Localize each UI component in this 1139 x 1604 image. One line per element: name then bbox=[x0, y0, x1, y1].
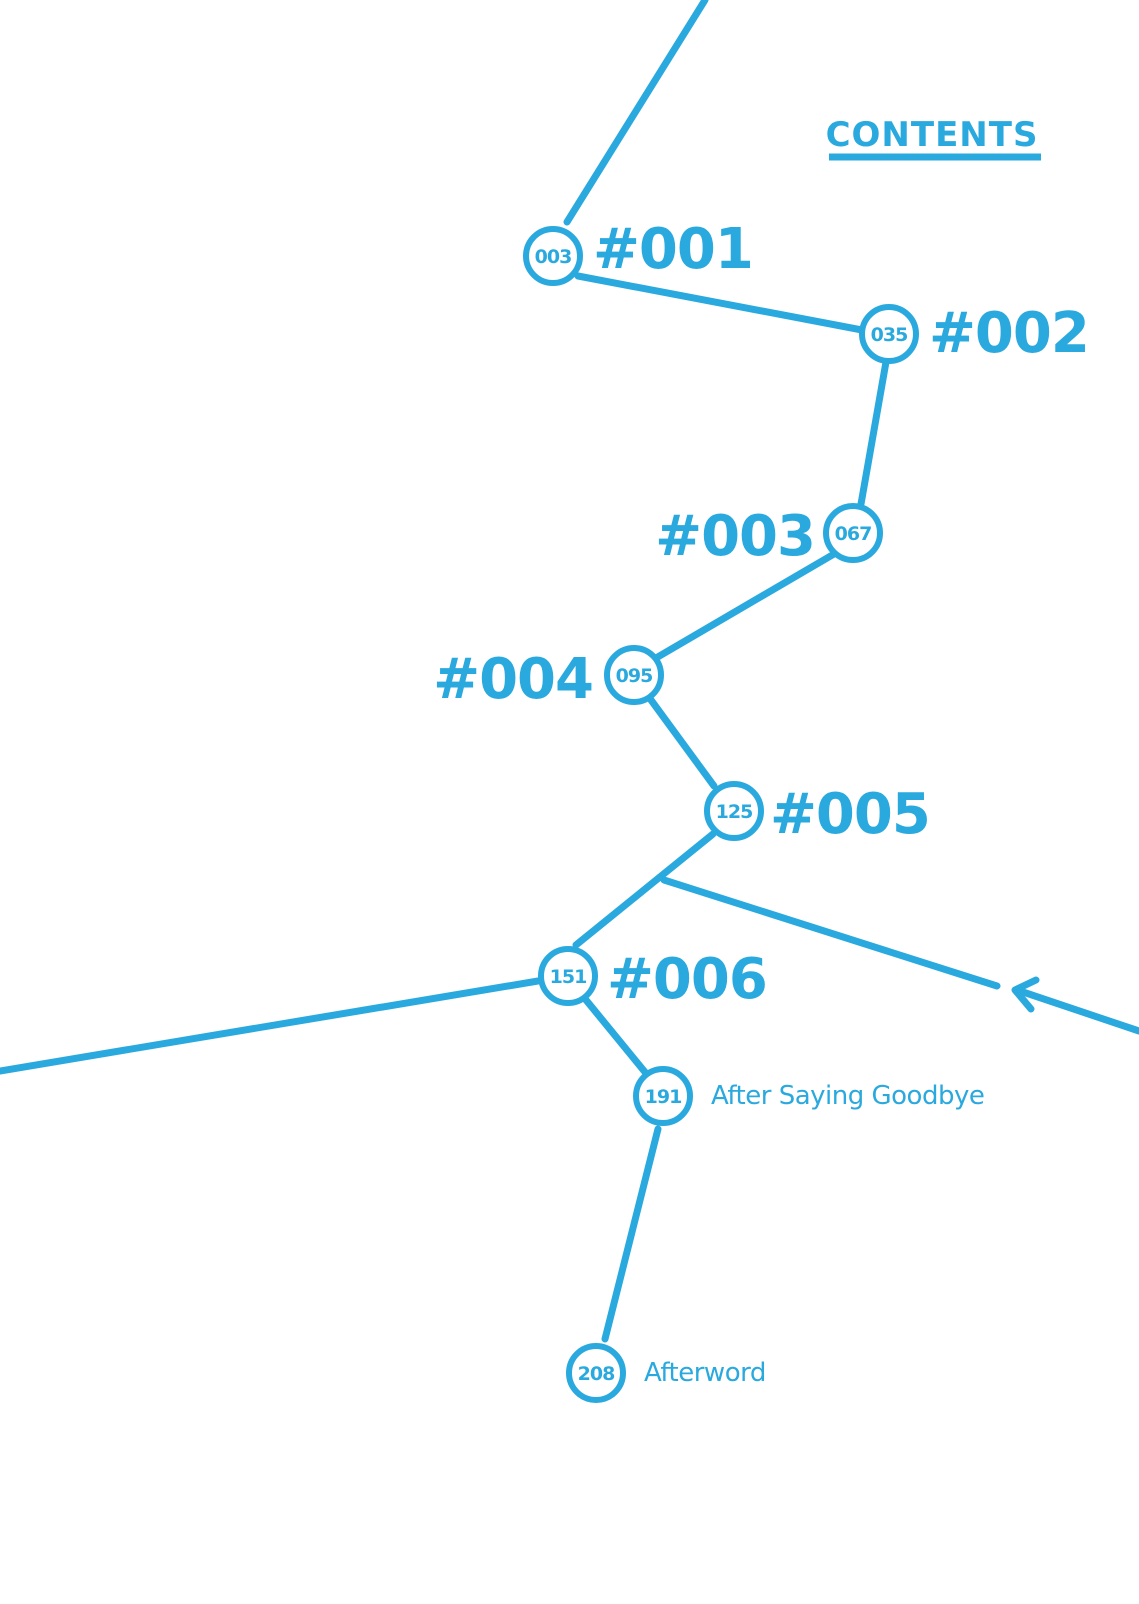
section-title: Afterword bbox=[644, 1358, 766, 1388]
toc-entry[interactable]: 151 #006 bbox=[538, 946, 768, 1012]
page-node-circle bbox=[823, 503, 883, 563]
chapter-title: #002 bbox=[929, 301, 1089, 366]
page-node-circle bbox=[704, 781, 764, 841]
chapter-title: #004 bbox=[433, 647, 593, 712]
line-006-to-191 bbox=[582, 996, 653, 1081]
toc-entry[interactable]: 003 #001 bbox=[523, 217, 754, 286]
page-node-circle bbox=[566, 1343, 626, 1403]
toc-entry[interactable]: 208 Afterword bbox=[566, 1343, 766, 1403]
line-003-to-004 bbox=[652, 550, 838, 662]
page-node-circle bbox=[604, 645, 664, 705]
page-number: 067 bbox=[835, 523, 872, 545]
line-004-to-005 bbox=[647, 696, 718, 790]
line-006-to-left-edge bbox=[0, 977, 542, 1075]
line-002-to-003 bbox=[857, 358, 890, 508]
toc-entry[interactable]: 067 #003 bbox=[655, 503, 883, 569]
page-node-circle bbox=[633, 1066, 693, 1126]
page-number: 151 bbox=[550, 966, 587, 988]
page-number: 191 bbox=[645, 1086, 682, 1108]
page-node-circle bbox=[523, 226, 583, 286]
toc-entry[interactable]: 191 After Saying Goodbye bbox=[633, 1066, 985, 1126]
page-number: 208 bbox=[578, 1363, 615, 1385]
page-node-circle bbox=[859, 304, 919, 364]
page-number: 003 bbox=[535, 246, 572, 268]
line-191-to-208 bbox=[601, 1125, 662, 1343]
line-top-to-001 bbox=[563, 0, 709, 226]
chapter-title: #006 bbox=[607, 947, 767, 1012]
line-arrow-shaft bbox=[1013, 986, 1139, 1035]
section-title: After Saying Goodbye bbox=[711, 1081, 984, 1111]
page-number: 095 bbox=[616, 665, 653, 687]
contents-heading: CONTENTS bbox=[826, 115, 1039, 155]
chapter-title: #001 bbox=[593, 217, 753, 282]
toc-entry[interactable]: 095 #004 bbox=[433, 645, 664, 712]
chapter-title: #005 bbox=[770, 782, 930, 847]
page-number: 125 bbox=[716, 801, 753, 823]
line-branch-right bbox=[660, 876, 1001, 990]
toc-entry[interactable]: 125 #005 bbox=[704, 781, 931, 847]
chapter-title: #003 bbox=[655, 504, 815, 569]
toc-entry[interactable]: 035 #002 bbox=[859, 301, 1090, 366]
page-node-circle bbox=[538, 946, 598, 1006]
line-001-to-002 bbox=[574, 272, 866, 334]
line-005-to-006 bbox=[572, 830, 717, 949]
arrow-left-icon bbox=[1011, 976, 1040, 1013]
page-number: 035 bbox=[871, 324, 908, 346]
